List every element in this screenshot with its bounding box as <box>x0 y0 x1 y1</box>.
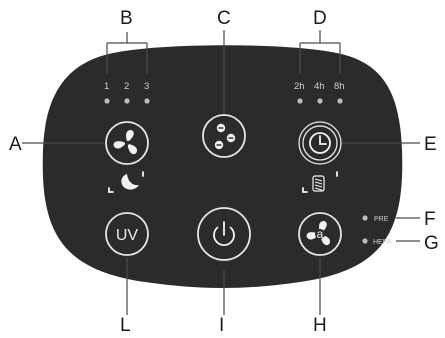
speed-level-2: 2 <box>124 81 129 92</box>
timer-button[interactable] <box>298 121 342 165</box>
callout-b: B <box>120 8 133 29</box>
power-icon <box>213 221 235 246</box>
leader-lines <box>22 30 420 315</box>
timer-label-4h: 4h <box>314 81 325 92</box>
pre-filter-label: PRE <box>374 216 389 223</box>
timer-label-2h: 2h <box>294 81 305 92</box>
fan-speed-button[interactable] <box>105 121 149 165</box>
callout-h: H <box>313 315 327 336</box>
power-button[interactable] <box>197 207 251 261</box>
pre-filter-indicator-light <box>362 215 368 221</box>
svg-text:a: a <box>317 227 324 241</box>
mode-dots-icon <box>214 123 236 150</box>
sleep-indicator: ⁺ <box>108 171 145 193</box>
callout-i: I <box>219 315 224 336</box>
hepa-filter-label: HEPA <box>373 239 392 246</box>
callout-a: A <box>9 134 22 155</box>
callout-f: F <box>424 209 436 230</box>
speed-indicator-1 <box>104 98 110 104</box>
moon-icon <box>121 174 139 190</box>
filter-indicator <box>302 171 338 193</box>
clock-icon <box>309 132 331 154</box>
hepa-filter-indicator-light <box>362 238 368 244</box>
control-panel-body <box>42 45 403 288</box>
callout-c: C <box>217 8 231 29</box>
timer-indicator-2h <box>297 98 303 104</box>
speed-level-3: 3 <box>144 81 149 92</box>
filter-corner-mark <box>302 171 338 193</box>
callout-d: D <box>313 8 327 29</box>
fan-icon <box>113 130 138 155</box>
timer-label-8h: 8h <box>334 81 345 92</box>
auto-mode-button[interactable]: a <box>298 212 342 256</box>
uv-button[interactable]: UV <box>105 212 149 256</box>
callout-g: G <box>424 233 439 254</box>
speed-indicator-2 <box>124 98 130 104</box>
timer-indicator-8h <box>337 98 343 104</box>
auto-fan-icon: a <box>306 221 331 246</box>
sleep-corner-mark <box>108 171 144 193</box>
speed-level-1: 1 <box>104 81 109 92</box>
callout-e: E <box>424 134 437 155</box>
uv-label: UV <box>116 227 139 244</box>
filter-icon <box>312 175 325 192</box>
callout-l: L <box>120 315 131 336</box>
speed-indicator-3 <box>144 98 150 104</box>
mode-button[interactable] <box>202 114 246 158</box>
timer-indicator-4h <box>317 98 323 104</box>
